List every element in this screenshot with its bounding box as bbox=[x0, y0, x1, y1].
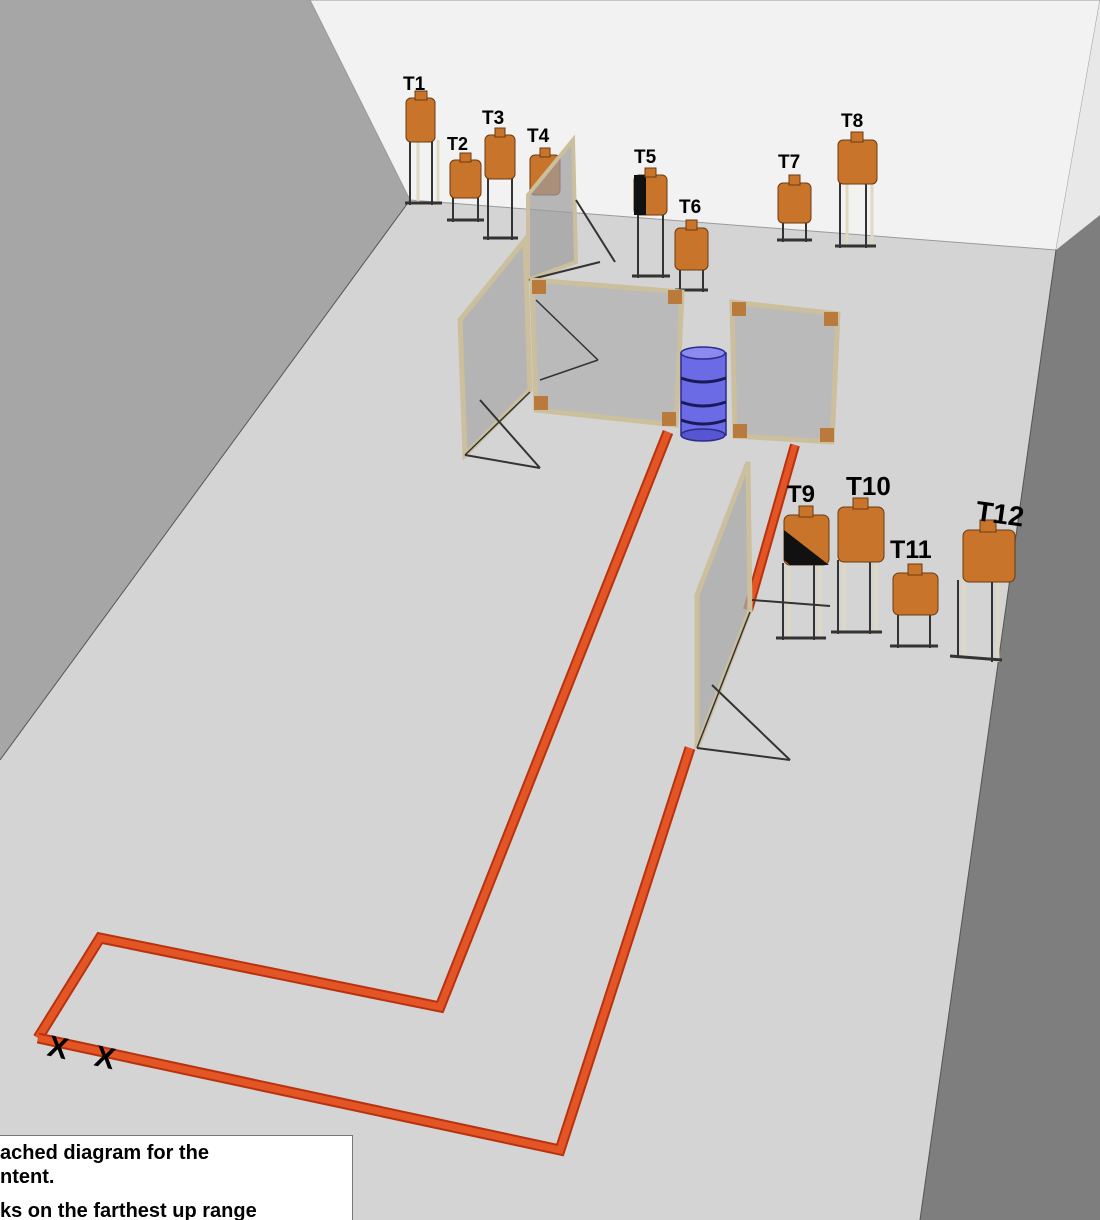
target-label: T11 bbox=[890, 536, 932, 564]
target-label: T5 bbox=[634, 147, 657, 168]
target-label: T7 bbox=[778, 152, 800, 173]
target-label: T9 bbox=[787, 481, 815, 508]
note-line-3: ks on the farthest up range bbox=[0, 1200, 257, 1220]
target-label: T3 bbox=[482, 108, 504, 129]
note-line-1: ached diagram for the bbox=[0, 1142, 209, 1165]
target-label: T6 bbox=[679, 197, 701, 218]
overlay-note: ached diagram for the ntent. ks on the f… bbox=[0, 1135, 353, 1220]
target-label: T2 bbox=[447, 134, 468, 154]
target-label: T8 bbox=[841, 111, 863, 132]
target-label: T10 bbox=[846, 471, 891, 501]
target-label: T4 bbox=[527, 126, 550, 147]
barrel bbox=[681, 347, 726, 441]
barrier-center-left bbox=[532, 280, 682, 426]
barrier-center-right bbox=[732, 302, 838, 442]
note-line-2: ntent. bbox=[0, 1166, 54, 1189]
target-label: T1 bbox=[403, 74, 426, 95]
